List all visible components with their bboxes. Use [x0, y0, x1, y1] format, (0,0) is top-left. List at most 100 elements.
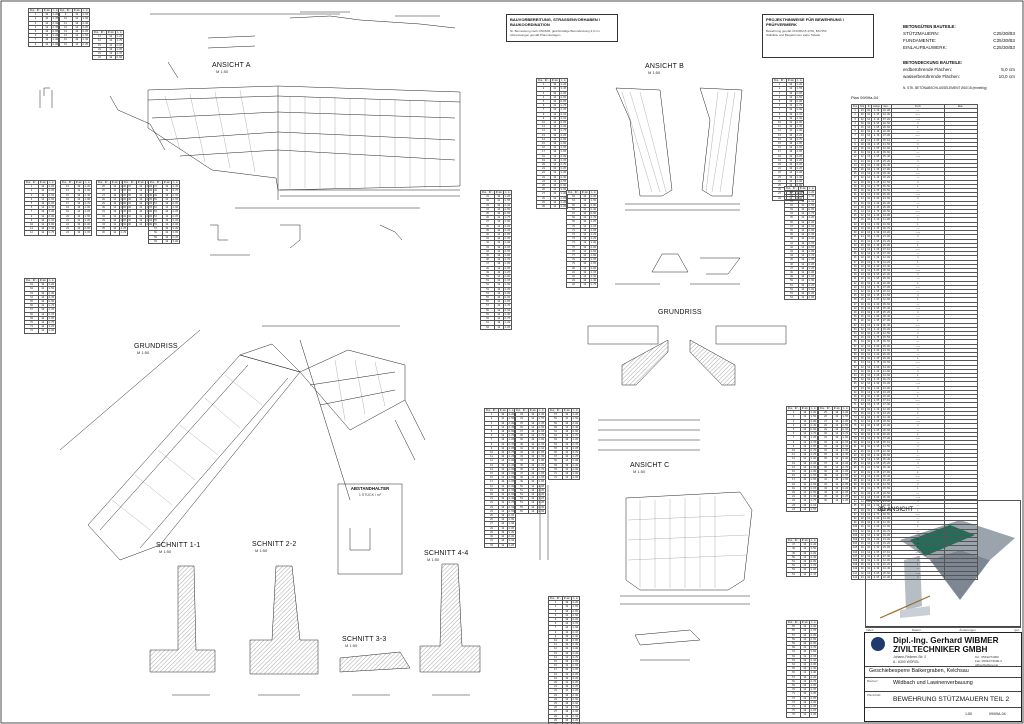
plan-number: 09/09A-04 [989, 712, 1006, 716]
scale-grundriss: M 1:50 [137, 350, 150, 355]
cover-row-value: 10,0 cm [998, 73, 1015, 79]
revision-index-label: Index [866, 628, 874, 632]
title-block: Dipl.-Ing. Gerhard WIBMER ZIVILTECHNIKER… [864, 632, 1022, 722]
client-label: Bauherr: [867, 679, 879, 683]
firm-address: Johann-Federer-Str. 2 A - 6300 WÖRGL [893, 655, 926, 665]
scale-schnitt-1: M 1:50 [159, 549, 172, 554]
firm-phone: Tel.: 05332/74000 [975, 655, 999, 659]
revision-header: Index Datum Änderungen gez. [866, 626, 1020, 632]
ansicht-b-view [587, 87, 787, 386]
concrete-title-2: BETONDECKUNG BAUTEILE: [903, 59, 963, 65]
scale-ansicht-b: M 1:50 [648, 70, 661, 75]
concrete-title-1: BETONGÜTEN BAUTEILE: [903, 24, 956, 29]
company-logo-icon [871, 637, 885, 651]
sheet-title: BEWEHRUNG STÜTZMAUERN TEIL 2 [893, 696, 1010, 703]
firm-contact: Tel.: 05332/74000 Fax: 05332/74000-4 off… [975, 655, 1002, 668]
note-box-right-line-2: Stahlliste und Biegeformen siehe Tabelle [766, 33, 821, 38]
title-grundriss-b: GRUNDRISS [658, 309, 702, 316]
concrete-row: STÜTZMAUERN: C25/30/B3 [903, 31, 1015, 38]
sheet-title-label: Planinhalt: [867, 693, 882, 697]
title-ansicht-b: ANSICHT B [645, 63, 685, 70]
cover-row-value: 5,0 cm [1001, 66, 1015, 72]
ansicht-c-view [539, 419, 753, 661]
note-box-right-heading: PROJEKTHINWEISE FÜR BEWEHRUNG / PRÜFVERM… [766, 17, 845, 27]
title-schnitt-4: SCHNITT 4-4 [424, 550, 469, 557]
note-box-left-line-2: Abmessungen gemäß Planunterlagen [510, 33, 561, 38]
concrete-row-value: C25/30/B3 [993, 37, 1015, 43]
concrete-footnote: N. STK. BETONABSCHLUSSELEMENT Ø10/15 (ei… [903, 86, 987, 91]
title-schnitt-1: SCHNITT 1-1 [156, 542, 201, 549]
firm-email: office@wibmer.at [975, 663, 998, 668]
concrete-row: EINLAUFBAUWERK: C25/30/B3 [903, 45, 1015, 52]
note-box-right-line-1: Bewehrung gemäß ÖNORM B 4700, BSt 550 [766, 29, 827, 33]
firm-fax: Fax: 05332/74000-4 [975, 659, 1002, 664]
concrete-row: FUNDAMENTE: C25/30/B3 [903, 38, 1015, 45]
concrete-row-label: EINLAUFBAUWERK: [903, 44, 947, 50]
revision-date-label: Datum [911, 628, 921, 632]
firm-address-line-2: A - 6300 WÖRGL [893, 659, 920, 664]
schnitt-views [149, 563, 481, 696]
abstandhalter-box: ABSTANDHALTER 1 STÜCK / m² [338, 484, 402, 506]
grundriss-main-view [59, 325, 426, 561]
concrete-specs: BETONGÜTEN BAUTEILE: STÜTZMAUERN: C25/30/… [903, 22, 1015, 90]
steel-list-title: Plan 09/09a-04 [851, 95, 879, 100]
title-schnitt-3: SCHNITT 3-3 [342, 636, 387, 643]
ansicht-a-view [39, 11, 461, 256]
scale-schnitt-4: M 1:50 [427, 557, 440, 562]
title-grundriss: GRUNDRISS [134, 343, 178, 350]
scale-ansicht-a: M 1:50 [216, 69, 229, 74]
abstandhalter-heading: ABSTANDHALTER [350, 486, 390, 491]
concrete-row-label: STÜTZMAUERN: [903, 31, 939, 36]
concrete-row-label: FUNDAMENTE: [903, 37, 937, 43]
revision-by-label: gez. [1014, 628, 1020, 632]
title-3d-ansicht: 3D ANSICHT [878, 507, 914, 513]
title-ansicht-c: ANSICHT C [630, 462, 670, 469]
client-name: Wildbach und Lawinenverbauung [893, 680, 973, 686]
note-box-right: PROJEKTHINWEISE FÜR BEWEHRUNG / PRÜFVERM… [762, 14, 874, 58]
cover-row-label: wasserberührende Flächen: [903, 73, 960, 79]
firm-name-line-1: Dipl.-Ing. Gerhard WIBMER [893, 636, 999, 645]
note-box-left-heading: BAUVORBEREITUNG, STRASSENVORHABEN / BAUK… [510, 17, 601, 27]
scale-schnitt-3: M 1:50 [345, 643, 358, 648]
firm-name-line-2: ZIVILTECHNIKER GMBH [893, 645, 988, 654]
concrete-row-value: C25/30/B3 [993, 44, 1015, 50]
scale-ansicht-c: M 1:50 [633, 469, 646, 474]
concrete-row-value: C25/30/B3 [993, 31, 1015, 36]
revision-desc-label: Änderungen [959, 628, 976, 632]
cover-row: erdberührende Flächen: 5,0 cm [903, 67, 1015, 74]
sheet-scale: 1:50 [965, 712, 972, 716]
note-box-left-line-1: Nr. Bemessung nach ÖNORM, gleichmäßige B… [510, 29, 600, 33]
scale-schnitt-2: M 1:50 [255, 548, 268, 553]
view-3d-frame: 3D ANSICHT [865, 500, 1021, 628]
abstandhalter-detail [337, 483, 403, 575]
abstandhalter-line: 1 STÜCK / m² [358, 493, 382, 497]
project-name: Geschiebesperre Baikergraben, Kelchsau [869, 668, 969, 674]
note-box-left: BAUVORBEREITUNG, STRASSENVORHABEN / BAUK… [506, 14, 618, 42]
cover-row-label: erdberührende Flächen: [903, 66, 953, 72]
title-schnitt-2: SCHNITT 2-2 [252, 541, 297, 548]
cover-row: wasserberührende Flächen: 10,0 cm [903, 74, 1015, 81]
title-ansicht-a: ANSICHT A [212, 62, 251, 69]
